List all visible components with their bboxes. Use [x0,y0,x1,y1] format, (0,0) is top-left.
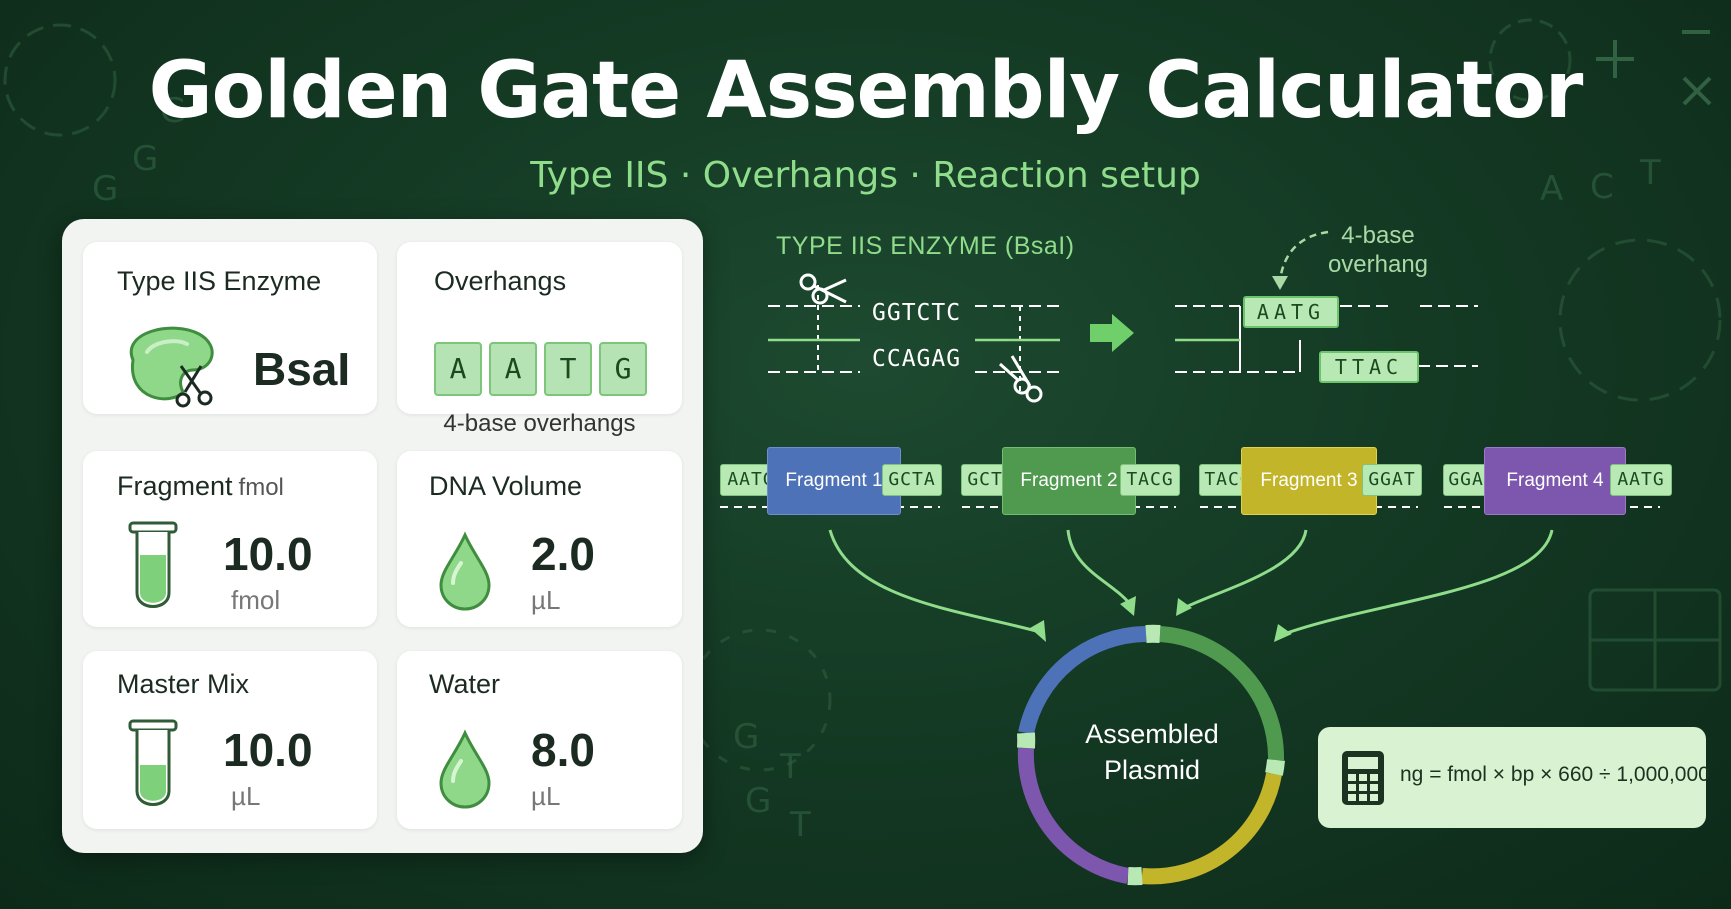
formula-text: ng = fmol × bp × 660 ÷ 1,000,000 [1400,763,1710,786]
fragment-3-right-end: GGAT [1362,464,1422,496]
overhang-base-4: G [599,342,647,396]
right-arrow-icon [1090,314,1134,352]
plasmid-label-line2: Plasmid [1103,755,1201,786]
fragment-4-right-end: AATG [1610,464,1672,496]
svg-text:G: G [733,717,759,757]
fragment-2: Fragment 2 [1002,447,1136,515]
svg-text:T: T [779,747,801,787]
enzyme-card: Type IIS Enzyme BsaI [83,242,377,414]
overhang-annotation-line2: overhang [1327,250,1429,278]
overhang-annotation: 4-base overhang [1318,222,1438,280]
droplet-icon [439,531,491,611]
fragment-value: 10.0 [223,528,313,580]
master-mix-card: Master Mix 10.0 µL [83,651,377,829]
master-mix-unit: µL [231,781,261,811]
enzyme-name: BsaI [253,343,351,395]
overhang-base-2: A [489,342,537,396]
master-mix-card-title: Master Mix [117,669,250,699]
fragment-4: Fragment 4 [1484,447,1626,515]
plasmid-label: Assembled Plasmid [1052,716,1252,789]
test-tube-icon [128,521,178,608]
dna-volume-unit: µL [531,585,561,615]
scissors-icon [999,355,1043,403]
droplet-icon [439,729,491,809]
bottom-strand-sequence: CCAGAG [872,346,962,372]
scissors-icon [799,273,847,305]
water-card-title: Water [429,669,501,699]
test-tube-icon [128,719,178,806]
water-value: 8.0 [531,724,595,776]
svg-text:T: T [789,805,811,845]
top-strand-sequence: GGTCTC [872,300,962,326]
formula-box: ng = fmol × bp × 660 ÷ 1,000,000 [1318,727,1710,828]
overhangs-card: Overhangs A A T G 4-base overhangs [397,242,682,437]
calculator-icon [1342,751,1384,805]
master-mix-value: 10.0 [223,724,313,776]
water-card: Water 8.0 µL [397,651,682,829]
enzyme-diagram-label: TYPE IIS ENZYME (BsaI) [776,232,1075,260]
enzyme-scissors-icon [129,326,214,408]
page-subtitle: Type IIS · Overhangs · Reaction setup [530,155,1201,196]
dna-volume-card-title: DNA Volume [429,471,583,501]
cut-bottom-overhang: TTAC [1319,351,1419,383]
fragment-unit: fmol [231,585,281,615]
enzyme-card-title: Type IIS Enzyme [117,266,322,296]
cut-top-overhang: AATG [1243,296,1339,328]
calculator-panel: Type IIS Enzyme BsaI Overhangs A A T G 4… [62,219,703,853]
fragment-1-right-end: GCTA [882,464,942,496]
fragment-2-right-end: TACG [1120,464,1180,496]
dna-volume-card: DNA Volume 2.0 µL [397,451,682,627]
plasmid-label-line1: Assembled [1085,719,1219,749]
fragment-title-unit: fmol [238,474,284,501]
water-unit: µL [531,781,561,811]
fragment-3: Fragment 3 [1241,447,1377,515]
overhang-base-1: A [434,342,482,396]
page-title: Golden Gate Assembly Calculator [148,46,1584,136]
svg-text:G: G [745,781,771,821]
overhang-annotation-line1: 4-base [1341,222,1415,249]
overhang-base-3: T [544,342,592,396]
dna-volume-value: 2.0 [531,528,595,580]
fragment-1: Fragment 1 [767,447,901,515]
fragment-title-text: Fragment [117,471,233,501]
overhangs-card-title: Overhangs [434,266,567,296]
overhangs-caption: 4-base overhangs [443,410,636,437]
